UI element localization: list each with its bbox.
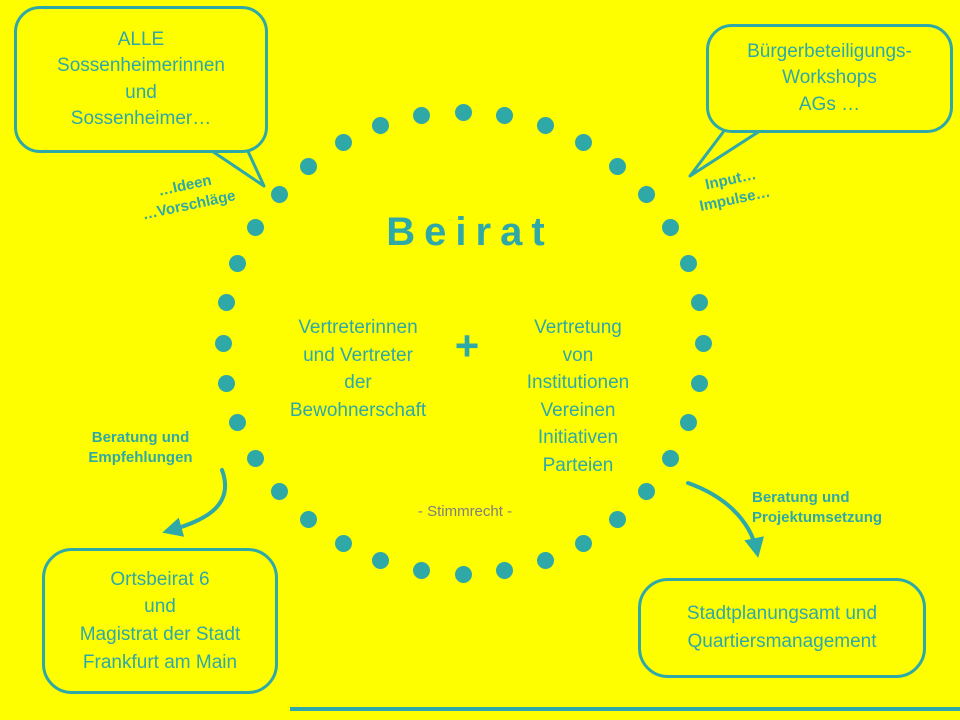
circle-dot [300,157,318,175]
annotation-advice-right: Beratung und Projektumsetzung [752,489,883,527]
circle-dot [496,107,514,124]
circle-dot [454,565,472,583]
circle-dot [662,450,680,467]
callout-workshops-text: Bürgerbeteiligungs- Workshops AGs … [747,41,912,115]
circle-dot [694,334,712,352]
circle-dot [412,561,430,579]
circle-dot [412,107,430,124]
circle-dot [690,374,708,392]
plus-sign: + [454,322,480,369]
annotation-input: Input… Impulse… [698,166,772,216]
circle-dot [496,561,514,579]
circle-dot [372,551,390,569]
circle-dot [334,534,352,552]
circle-dot [246,219,264,236]
box-ortsbeirat: Ortsbeirat 6 und Magistrat der Stadt Fra… [42,548,278,694]
circle-dot [680,255,698,273]
circle-dot [536,117,554,135]
circle-dot [334,134,352,152]
box-stadtplanungsamt-text: Stadtplanungsamt und Quartiersmanagement [686,603,878,652]
circle-dot [270,482,288,500]
circle-dot [300,511,318,529]
callout-residents: ALLE Sossenheimerinnen und Sossenheimer… [14,6,268,153]
callout-workshops: Bürgerbeteiligungs- Workshops AGs … [706,24,953,133]
callout-residents-text: ALLE Sossenheimerinnen und Sossenheimer… [57,29,225,129]
circle-dot [536,551,554,569]
diagram-title: Beirat [386,210,554,254]
box-stadtplanungsamt: Stadtplanungsamt und Quartiersmanagement [638,578,926,678]
circle-dot [214,334,232,352]
circle-dot [574,534,592,552]
circle-dot [218,294,236,312]
circle-dot [680,413,698,431]
circle-dot [574,134,592,152]
circle-dot [454,103,472,121]
circle-dot [270,186,288,204]
bottom-divider [290,707,960,711]
circle-dot [218,374,236,392]
circle-dot [608,157,626,175]
circle-dot [638,186,656,204]
circle-dot [372,117,390,135]
circle-dot [662,219,680,236]
member-residents: Vertreterinnen und Vertreter der Bewohne… [289,317,427,421]
circle-dot [228,255,246,273]
box-ortsbeirat-text: Ortsbeirat 6 und Magistrat der Stadt Fra… [79,568,241,673]
circle-dot [228,413,246,431]
voting-note: - Stimmrecht - [417,503,513,520]
circle-dot [638,482,656,500]
circle-dot [690,294,708,312]
annotation-advice-left: Beratung und Empfehlungen [88,429,193,467]
arrow-to-stadtplanungsamt [686,481,764,558]
annotation-ideas: …Ideen …Vorschläge [140,171,238,224]
arrow-to-ortsbeirat [162,468,228,537]
member-institutions: Vertretung von Institutionen Vereinen In… [526,317,630,476]
circle-dot [246,450,264,467]
circle-dot [608,511,626,529]
